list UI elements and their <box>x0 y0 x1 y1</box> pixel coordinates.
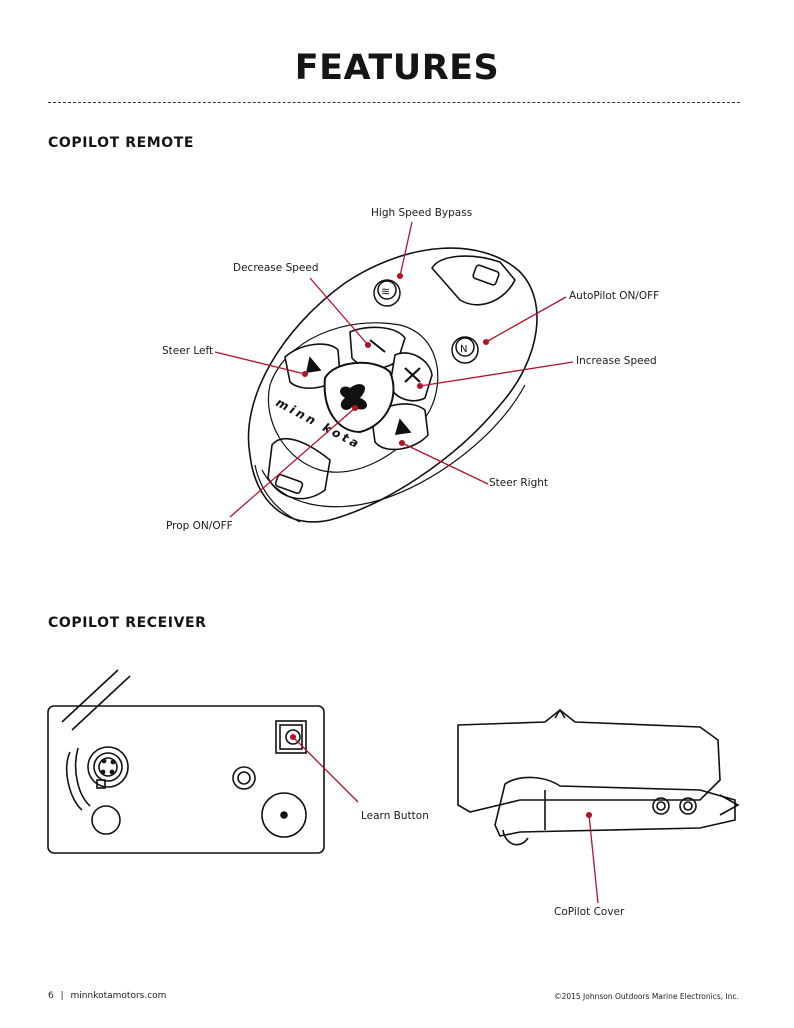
remote-lanyard-slot <box>431 255 516 306</box>
title-divider <box>48 102 740 103</box>
footer-separator: | <box>60 991 64 1001</box>
callout-autopilot-on-off: AutoPilot ON/OFF <box>569 290 660 302</box>
page-title: FEATURES <box>294 48 500 88</box>
callout-copilot-cover: CoPilot Cover <box>554 906 625 918</box>
copilot-receiver-heading: COPILOT RECEIVER <box>48 615 207 631</box>
callout-increase-speed: Increase Speed <box>576 355 657 367</box>
callout-learn-button: Learn Button <box>361 810 429 822</box>
copilot-remote-heading: COPILOT REMOTE <box>48 135 195 151</box>
high-speed-bypass-button: ≋ <box>373 279 401 307</box>
callout-high-speed-bypass: High Speed Bypass <box>371 207 473 219</box>
receiver-large-dial <box>261 792 307 838</box>
remote-body-outline <box>247 247 538 523</box>
prop-button <box>323 361 395 434</box>
svg-text:≋: ≋ <box>381 285 390 298</box>
callout-decrease-speed: Decrease Speed <box>233 262 319 274</box>
learn-button-illustration <box>275 720 307 754</box>
receiver-connector <box>87 746 129 789</box>
receiver-small-knob <box>232 766 256 790</box>
footer-left: 6 | minnkotamotors.com <box>48 991 166 1001</box>
autopilot-button: N <box>451 336 479 364</box>
svg-text:N: N <box>460 344 467 355</box>
footer-copyright: ©2015 Johnson Outdoors Marine Electronic… <box>554 992 739 1001</box>
callout-prop-on-off: Prop ON/OFF <box>166 520 233 532</box>
copilot-cover-illustration <box>457 708 740 846</box>
callout-steer-left: Steer Left <box>162 345 214 357</box>
receiver-panel <box>47 705 325 854</box>
remote-bottom-slot <box>267 437 331 500</box>
callout-steer-right: Steer Right <box>489 477 549 489</box>
page-number: 6 <box>48 991 54 1001</box>
footer-website-link[interactable]: minnkotamotors.com <box>70 991 167 1001</box>
